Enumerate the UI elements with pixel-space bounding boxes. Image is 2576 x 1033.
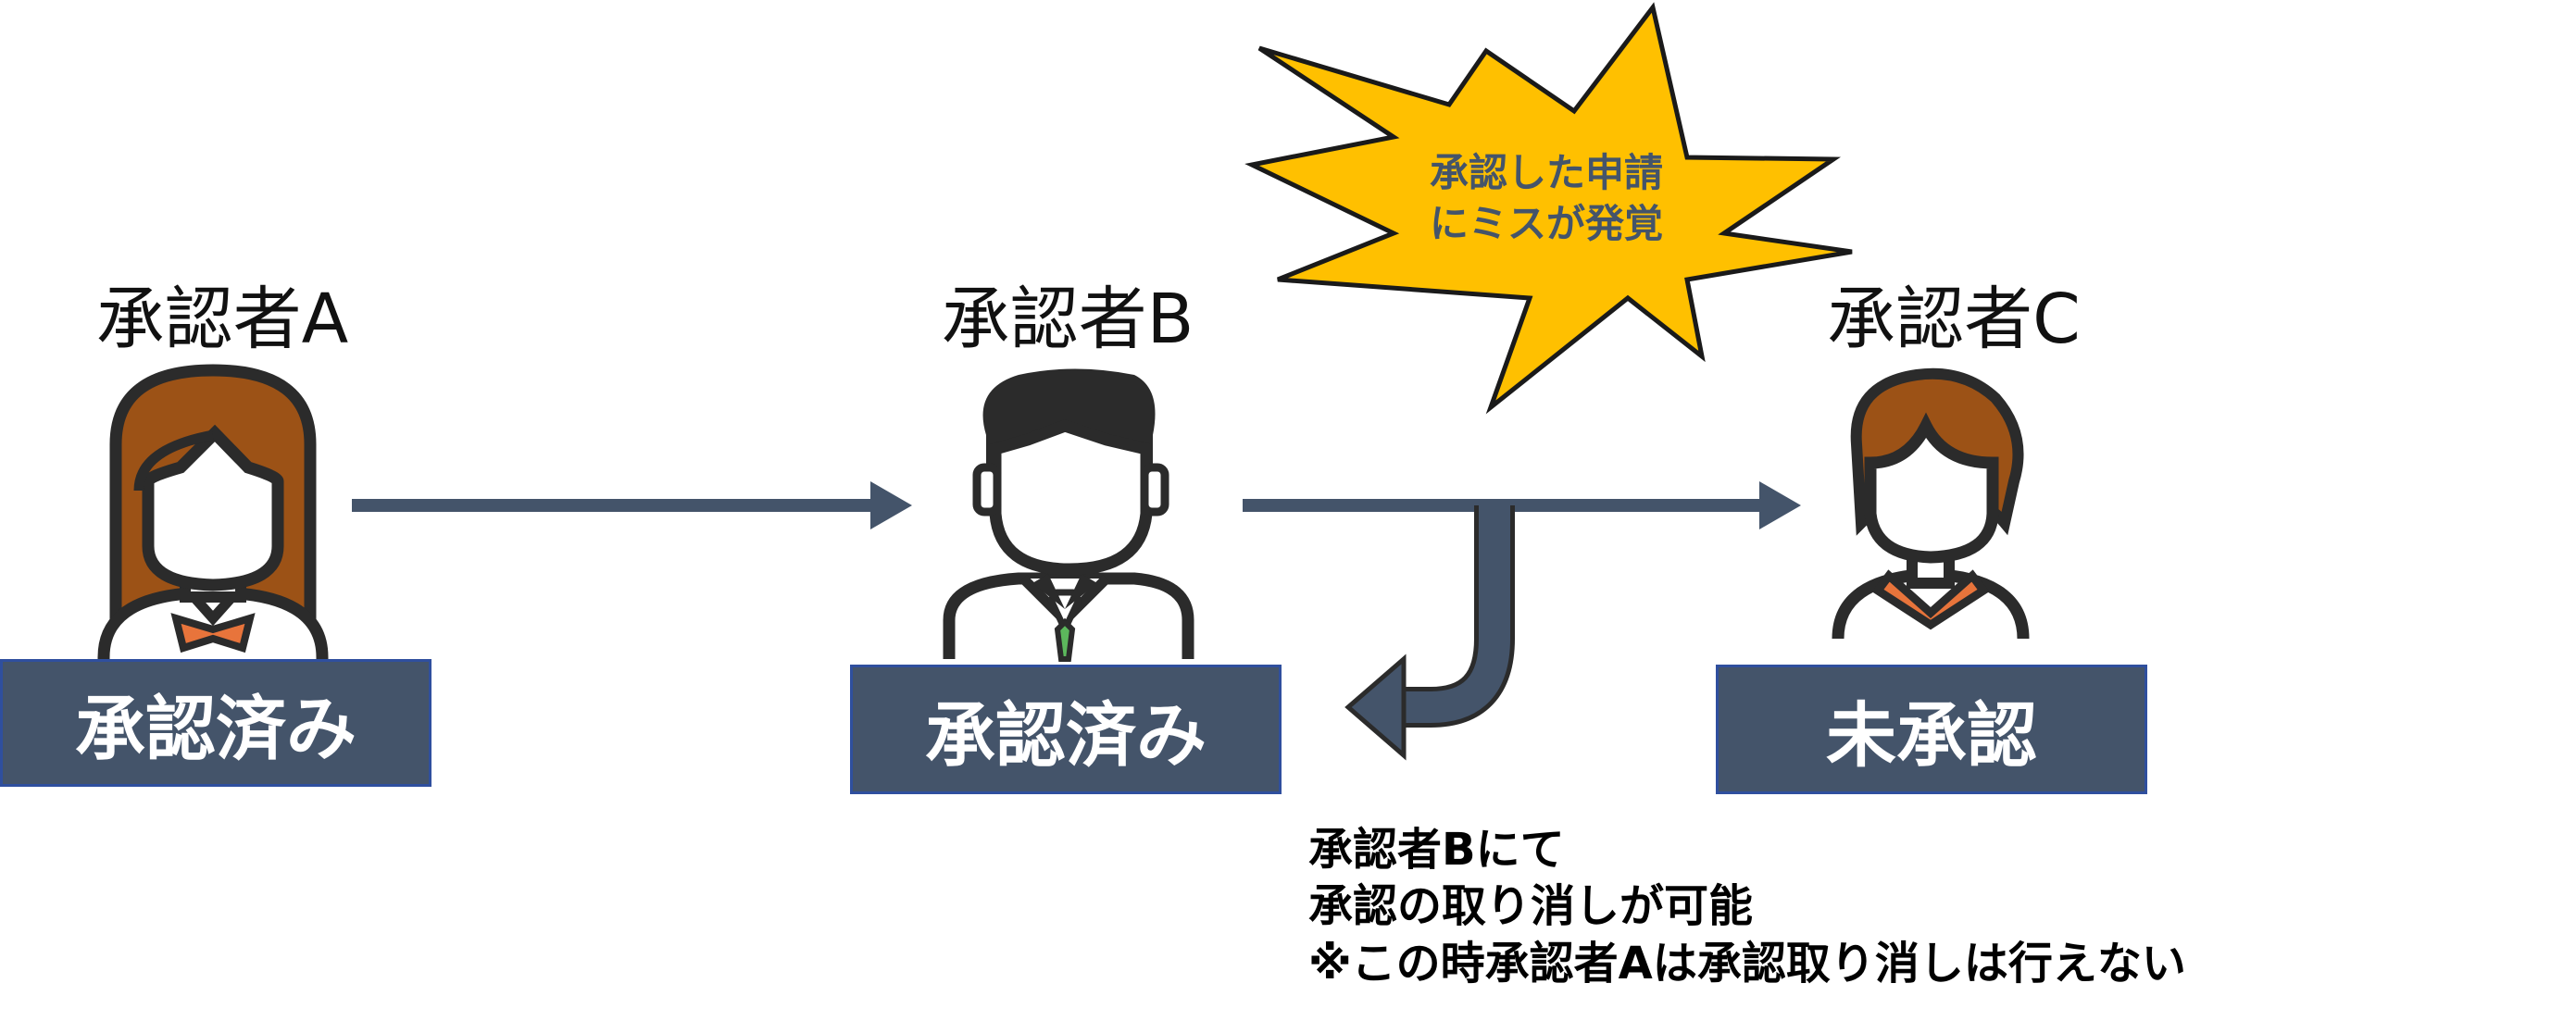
approver-c-name: 承認者C xyxy=(1827,280,2081,359)
approver-c-status: 未承認 xyxy=(1716,665,2147,794)
approver-b-status: 承認済み xyxy=(850,665,1282,794)
alert-text-line1: 承認した申請 xyxy=(1429,150,1663,195)
approver-b-name: 承認者B xyxy=(941,280,1194,359)
alert-starburst xyxy=(1244,2,1853,415)
approver-a-name: 承認者A xyxy=(95,280,349,359)
arrow-a-to-b xyxy=(352,481,912,529)
man-tie-icon xyxy=(943,368,1194,662)
alert-text: 承認した申請 にミスが発覚 xyxy=(1407,148,1685,249)
woman-long-hair-icon xyxy=(97,364,329,673)
cancellation-note: 承認者Bにて 承認の取り消しが可能 ※この時承認者Aは承認取り消しは行えない xyxy=(1308,822,2186,992)
note-line2: 承認の取り消しが可能 xyxy=(1308,880,1754,933)
arrow-b-to-c xyxy=(1243,481,1801,529)
note-line3: ※この時承認者Aは承認取り消しは行えない xyxy=(1308,937,2186,989)
note-line1: 承認者Bにて xyxy=(1308,824,1565,876)
return-arrow xyxy=(1344,505,1515,761)
approver-a-status: 承認済み xyxy=(0,659,431,787)
alert-text-line2: にミスが発覚 xyxy=(1429,200,1663,246)
woman-short-hair-icon xyxy=(1832,367,2030,640)
